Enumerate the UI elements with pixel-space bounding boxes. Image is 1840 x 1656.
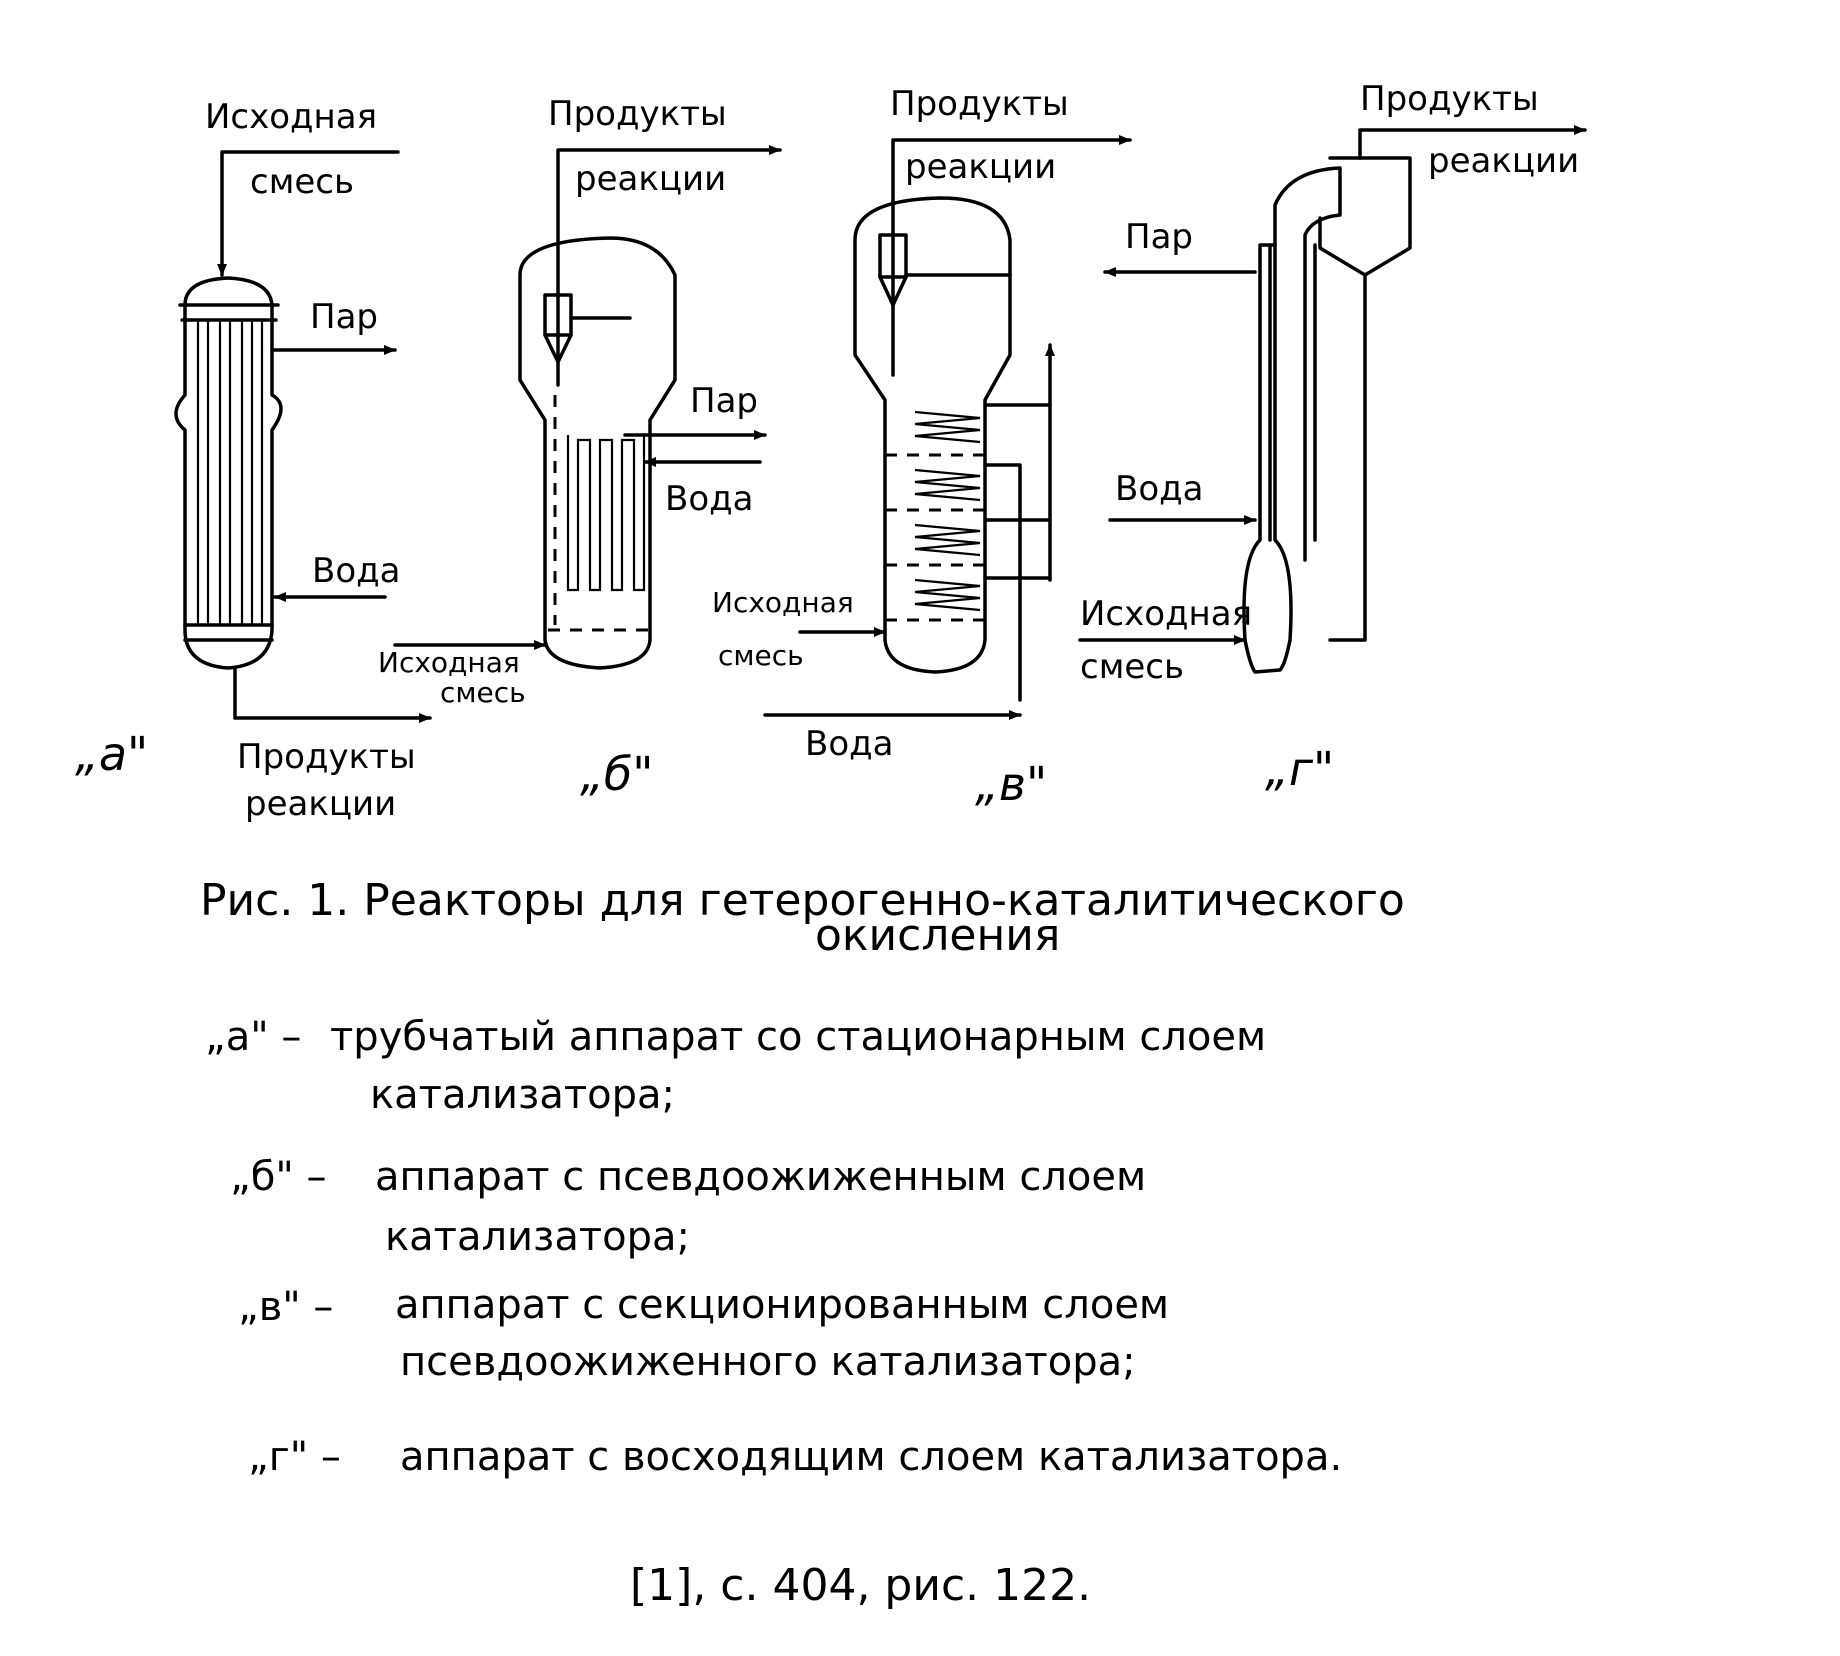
reactor-b-feed-label-2: смесь — [440, 676, 526, 709]
legend-line1-a: трубчатый аппарат со стационарным слоем — [330, 1014, 1266, 1060]
reactor-a-feed-label-2: смесь — [250, 162, 354, 202]
reactor-v-shell — [853, 196, 1012, 674]
reactor-v-feed-label-2: смесь — [718, 639, 804, 672]
legend-key-g: „г" – — [248, 1434, 341, 1480]
reactor-v-tag: „в" — [975, 757, 1047, 811]
reactor-a-shell — [174, 276, 283, 670]
reactor-a-feed-arrow — [217, 150, 400, 277]
reactor-b-steam-label: Пар — [690, 381, 758, 421]
reactor-a-tubes — [196, 320, 264, 625]
legend-key-a: „а" – — [205, 1014, 301, 1060]
reactor-v: Продукты реакции Исходная смесь Вода „в" — [712, 84, 1132, 811]
reactor-v-cyclone — [878, 233, 1012, 307]
reactor-g-tag: „г" — [1265, 742, 1334, 796]
reactor-g-feed-label-1: Исходная — [1080, 594, 1252, 634]
legend-line2-b: катализатора; — [385, 1214, 690, 1260]
reference: [1], с. 404, рис. 122. — [630, 1560, 1091, 1611]
reactor-a-tag: „а" — [75, 727, 148, 781]
reactor-b-products-label-1: Продукты — [548, 94, 727, 134]
reactor-a-products-label-2: реакции — [245, 784, 396, 824]
reactor-g-products-arrow — [1358, 125, 1587, 160]
reactor-a-feed-label-1: Исходная — [205, 97, 377, 137]
reactor-g-body — [1242, 243, 1293, 674]
legend-key-b: „б" – — [230, 1154, 327, 1200]
reactor-b-feed-label-1: Исходная — [378, 646, 520, 679]
caption-line-1: Рис. 1. Реакторы для гетерогенно-каталит… — [200, 875, 1405, 926]
reactor-b-coil — [566, 435, 646, 592]
reactor-v-feed-label-1: Исходная — [712, 586, 854, 619]
reactor-a: Исходная смесь Пар Вода Продукты реакции… — [75, 97, 432, 824]
reactor-b: Продукты реакции Пар Вода Исходная смесь… — [378, 94, 782, 801]
reactor-a-steam-label: Пар — [310, 297, 378, 337]
reactor-b-tag: „б" — [580, 747, 653, 801]
reactor-g-water-label: Вода — [1115, 469, 1203, 509]
reactor-g-steam-label: Пар — [1125, 217, 1193, 257]
reactor-v-water-label: Вода — [805, 724, 893, 764]
reactor-v-sections — [885, 453, 985, 622]
reactor-v-products-label-1: Продукты — [890, 84, 1069, 124]
caption-line-2: окисления — [815, 910, 1060, 961]
reactor-b-products-arrow — [556, 145, 782, 387]
reactor-g-products-label-2: реакции — [1428, 141, 1579, 181]
legend-line1-b: аппарат с псевдоожиженным слоем — [375, 1154, 1146, 1200]
reactor-v-coils — [914, 410, 981, 612]
reactor-b-shell — [518, 236, 677, 670]
reactor-v-products-arrow — [891, 135, 1132, 377]
legend: „а" – трубчатый аппарат со стационарным … — [205, 1014, 1342, 1480]
legend-line1-g: аппарат с восходящим слоем катализатора. — [400, 1434, 1342, 1480]
reactor-g: Продукты реакции Пар Вода Исходная смесь… — [1078, 79, 1587, 796]
reactor-b-water-label: Вода — [665, 479, 753, 519]
reactor-g-separator — [1318, 156, 1412, 277]
legend-line1-v: аппарат с секционированным слоем — [395, 1282, 1169, 1328]
legend-key-v: „в" – — [238, 1284, 333, 1330]
reactor-g-feed-label-2: смесь — [1080, 647, 1184, 687]
reactor-v-products-label-2: реакции — [905, 147, 1056, 187]
reactor-g-products-label-1: Продукты — [1360, 79, 1539, 119]
reactor-a-water-label: Вода — [312, 551, 400, 591]
reactor-b-products-label-2: реакции — [575, 159, 726, 199]
legend-line2-a: катализатора; — [370, 1072, 675, 1118]
reactor-a-products-label-1: Продукты — [237, 737, 416, 777]
legend-line2-v: псевдоожиженного катализатора; — [400, 1339, 1136, 1385]
reactor-g-riser — [1273, 166, 1342, 562]
reactor-a-products-arrow — [233, 666, 432, 723]
